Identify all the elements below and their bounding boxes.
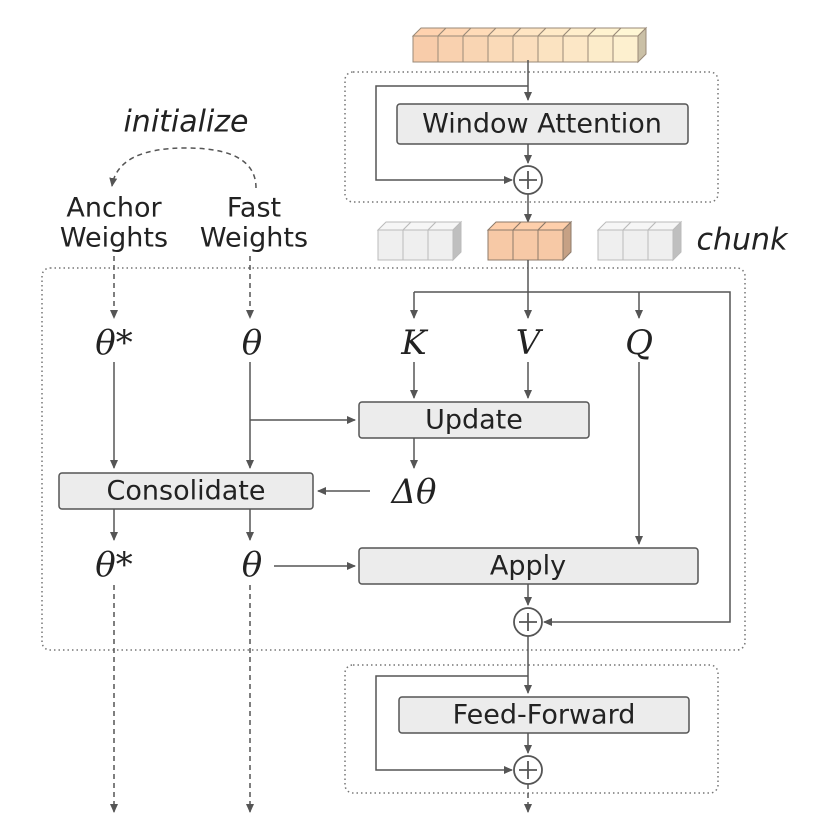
- input-token-strip: [411, 26, 648, 64]
- initialize-label: initialize: [123, 105, 248, 140]
- chunk-left-side: [452, 220, 462, 262]
- feed-forward-box: [398, 696, 690, 734]
- consolidate-label: Consolidate: [107, 476, 266, 507]
- theta-top: θ: [242, 323, 262, 363]
- theta-star-bottom: θ*: [95, 545, 132, 585]
- chunk-left-cell: [402, 229, 429, 261]
- chunk-mid-cell: [537, 229, 564, 261]
- theta-star-top: θ*: [95, 323, 132, 363]
- token-cell: [612, 35, 639, 63]
- update-box: [358, 401, 590, 439]
- chunk-mid-cell: [487, 229, 514, 261]
- token-cell: [587, 35, 614, 63]
- chunk-inactive-right: [596, 220, 683, 262]
- chunk-label: chunk: [697, 223, 790, 258]
- window-attention-box: [396, 103, 689, 145]
- chunk-right-cell: [622, 229, 649, 261]
- theta-bottom: θ: [242, 545, 262, 585]
- window-attention-label: Window Attention: [422, 109, 662, 140]
- anchor-weights-label-line2: Weights: [60, 223, 168, 254]
- token-cell: [512, 35, 539, 63]
- v-symbol: V: [516, 323, 544, 363]
- delta-theta-symbol: Δθ: [389, 472, 436, 512]
- k-symbol: K: [400, 323, 429, 363]
- ffn-block-outline: [344, 664, 719, 794]
- token-cell: [437, 35, 464, 63]
- chunk-split-bus: [414, 291, 731, 626]
- update-label: Update: [425, 405, 523, 436]
- initialize-arrow: [109, 147, 257, 189]
- ffn-add-node: [513, 755, 543, 785]
- feed-forward-label: Feed-Forward: [453, 700, 636, 731]
- anchor-weights-label-line1: Anchor: [66, 193, 162, 224]
- token-cell: [412, 35, 439, 63]
- chunk-left-cell: [377, 229, 404, 261]
- attention-residual-path: [375, 85, 528, 184]
- q-symbol: Q: [625, 323, 653, 363]
- memory-add-node: [513, 607, 543, 637]
- apply-label: Apply: [490, 551, 566, 582]
- token-cell: [537, 35, 564, 63]
- consolidate-box: [58, 472, 314, 510]
- token-cell: [487, 35, 514, 63]
- token-side: [637, 26, 647, 64]
- fast-weights-label-line2: Weights: [200, 223, 308, 254]
- chunk-right-side: [672, 220, 682, 262]
- token-cell: [462, 35, 489, 63]
- chunk-mid-cell: [512, 229, 539, 261]
- fast-weights-label-line1: Fast: [227, 193, 281, 224]
- chunk-active: [486, 220, 573, 262]
- token-cell: [562, 35, 589, 63]
- chunk-right-cell: [647, 229, 674, 261]
- chunk-right-cell: [597, 229, 624, 261]
- ffn-residual-path: [375, 675, 528, 774]
- chunk-mid-side: [562, 220, 572, 262]
- chunk-inactive-left: [376, 220, 463, 262]
- chunk-left-cell: [427, 229, 454, 261]
- attention-add-node: [513, 165, 543, 195]
- memory-block-outline: [41, 267, 746, 651]
